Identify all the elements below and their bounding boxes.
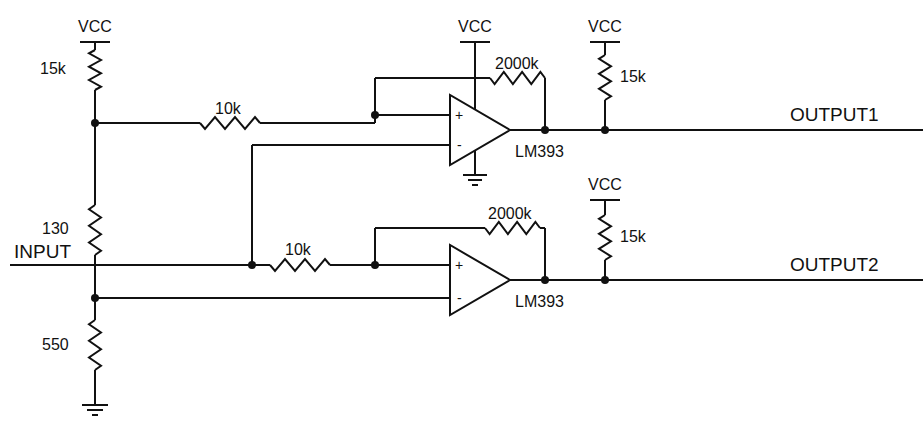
resistor-value: 10k (215, 100, 241, 118)
resistor-symbol (270, 259, 330, 271)
resistor-value: 10k (285, 241, 311, 259)
resistor-symbol (89, 50, 611, 370)
supply-label: VCC (458, 18, 492, 36)
resistor-value: 15k (620, 228, 646, 246)
pin-sign: - (457, 289, 462, 307)
pin-sign: + (455, 256, 463, 274)
resistor-symbol (485, 222, 540, 234)
supply-label: VCC (588, 176, 622, 194)
supply-label: VCC (588, 18, 622, 36)
part-name: LM393 (515, 143, 564, 161)
resistor-symbol (599, 215, 611, 260)
pin-sign: - (457, 136, 462, 154)
resistor-symbol (490, 72, 545, 84)
resistor-value: 130 (42, 220, 69, 238)
resistor-symbol (89, 50, 101, 90)
pin-sign: + (455, 106, 463, 124)
resistor-symbol (599, 55, 611, 100)
resistor-symbol (89, 320, 101, 370)
supply-label: VCC (78, 18, 112, 36)
resistor-symbol (89, 205, 101, 255)
resistor-symbol (200, 117, 260, 129)
part-name: LM393 (515, 293, 564, 311)
signal-name: INPUT (14, 241, 71, 263)
resistor-value: 2000k (495, 55, 539, 73)
resistor-value: 550 (42, 336, 69, 354)
signal-name: OUTPUT1 (790, 104, 879, 126)
resistor-value: 15k (620, 68, 646, 86)
resistor-value: 2000k (488, 205, 532, 223)
signal-name: OUTPUT2 (790, 254, 879, 276)
resistor-value: 15k (40, 60, 66, 78)
